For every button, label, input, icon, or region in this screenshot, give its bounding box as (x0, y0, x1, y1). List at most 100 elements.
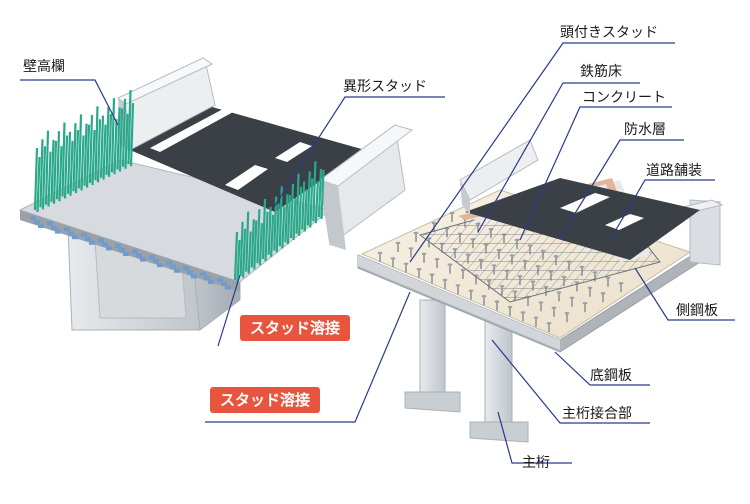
right-deck-structure (357, 139, 724, 443)
headed-stud (460, 268, 466, 279)
left-deck-structure (18, 57, 414, 331)
deformed-stud-bar (253, 220, 258, 270)
deformed-stud-bar (245, 211, 250, 272)
deformed-stud-bar (270, 214, 275, 257)
deformed-stud-bar (314, 181, 319, 224)
headed-stud (605, 276, 611, 287)
headed-stud (468, 289, 474, 300)
deformed-stud-bar (292, 197, 297, 241)
underside-stud-nub (140, 257, 146, 262)
badge-stud-weld-lower: スタッド溶接 (210, 387, 321, 413)
headed-stud (408, 247, 414, 258)
deformed-stud-bar (66, 131, 72, 194)
label-concrete: コンクリート (582, 90, 666, 106)
right-road-marking-1 (560, 193, 610, 213)
leader-main-girder (497, 411, 572, 464)
main-girder-right-flange (469, 421, 529, 443)
underside-stud-nub (98, 238, 104, 243)
deformed-stud-bar (281, 206, 286, 249)
leader-rebar-floor (477, 82, 640, 233)
deformed-stud-bar (72, 123, 77, 192)
deformed-studs (33, 90, 325, 283)
deformed-stud-bar (258, 223, 263, 266)
deformed-stud-bar (247, 231, 252, 274)
headed-stud (390, 257, 396, 268)
headed-stud (600, 292, 606, 303)
deformed-stud-bar (317, 168, 323, 218)
deformed-stud-bar (273, 196, 278, 251)
left-underside-studs (30, 216, 231, 290)
underside-stud-nub (102, 242, 108, 247)
underside-stud-nub (204, 276, 210, 280)
headed-stud (447, 263, 453, 274)
deformed-stud-bar (91, 129, 96, 186)
deformed-stud-bar (261, 198, 267, 260)
deformed-stud-bar (44, 130, 50, 205)
right-road-marking-2 (605, 214, 644, 230)
deformed-stud-bar (116, 107, 121, 170)
headed-stud (587, 286, 593, 297)
deformed-stud-bar (41, 146, 47, 210)
leader-girder-joint (491, 339, 650, 424)
underside-stud-nub (106, 246, 112, 251)
underside-stud-nub (200, 272, 206, 276)
deformed-stud-bar (303, 189, 308, 232)
deformed-stud-bar (85, 124, 91, 188)
deformed-stud-bar (63, 135, 69, 199)
underside-stud-nub (85, 236, 91, 241)
deformed-stud-bar (242, 228, 247, 278)
leader-deformed-stud (271, 96, 445, 211)
label-rebar-floor: 鉄筋床 (580, 64, 622, 80)
deformed-stud-bar (55, 131, 61, 200)
deformed-stud-bar (94, 106, 99, 181)
underside-stud-nub (72, 235, 78, 240)
deformed-stud-bar (77, 114, 83, 189)
headed-stud (413, 231, 419, 242)
headed-stud (551, 306, 557, 317)
deformed-stud-bar (36, 156, 41, 213)
headed-stud (533, 316, 539, 327)
underside-stud-nub (115, 244, 121, 248)
deformed-stud-bar (83, 123, 88, 186)
right-back-parapet-end (460, 180, 470, 215)
underside-stud-nub (208, 280, 214, 284)
deformed-stud-bar (74, 130, 80, 194)
left-road-marking-dash1 (225, 165, 268, 190)
underside-stud-nub (51, 225, 57, 230)
label-road-pavement: 道路舗装 (646, 163, 702, 179)
headed-stud (434, 258, 440, 269)
label-waterproof-layer: 防水層 (624, 122, 666, 138)
deformed-stud-bar (47, 151, 52, 207)
left-road-marking (150, 108, 235, 152)
deformed-stud-bar (239, 221, 244, 276)
underside-stud-nub (38, 224, 44, 228)
underside-stud-nub (183, 266, 189, 271)
headed-stud (429, 273, 435, 284)
deformed-stud-bar (69, 140, 74, 196)
deformed-stud-bar (320, 169, 325, 220)
leader-concrete (519, 106, 672, 241)
deformed-stud-bar (233, 231, 239, 281)
headed-stud (556, 291, 562, 302)
headed-stud (449, 211, 455, 222)
underside-stud-nub (225, 285, 231, 290)
headed-stud (546, 322, 552, 333)
leader-bottom-steel (554, 351, 650, 386)
left-deck-slab-edge (20, 210, 240, 292)
deformed-stud-bar (286, 195, 291, 245)
leader-stud-weld-upper (217, 274, 241, 347)
label-parapet: 壁高欄 (23, 59, 65, 75)
headed-stud (569, 296, 575, 307)
right-road-pavement (465, 178, 700, 260)
deformed-stud-bar (39, 139, 44, 208)
deformed-stud-bar (306, 171, 311, 226)
deformed-stud-bar (124, 113, 129, 169)
underside-stud-nub (166, 260, 172, 265)
deformed-stud-bar (80, 135, 85, 191)
leader-headed-stud (409, 42, 675, 263)
underside-stud-nub (68, 231, 74, 236)
underside-stud-nub (89, 240, 95, 245)
deformed-stud-bar (301, 181, 306, 230)
